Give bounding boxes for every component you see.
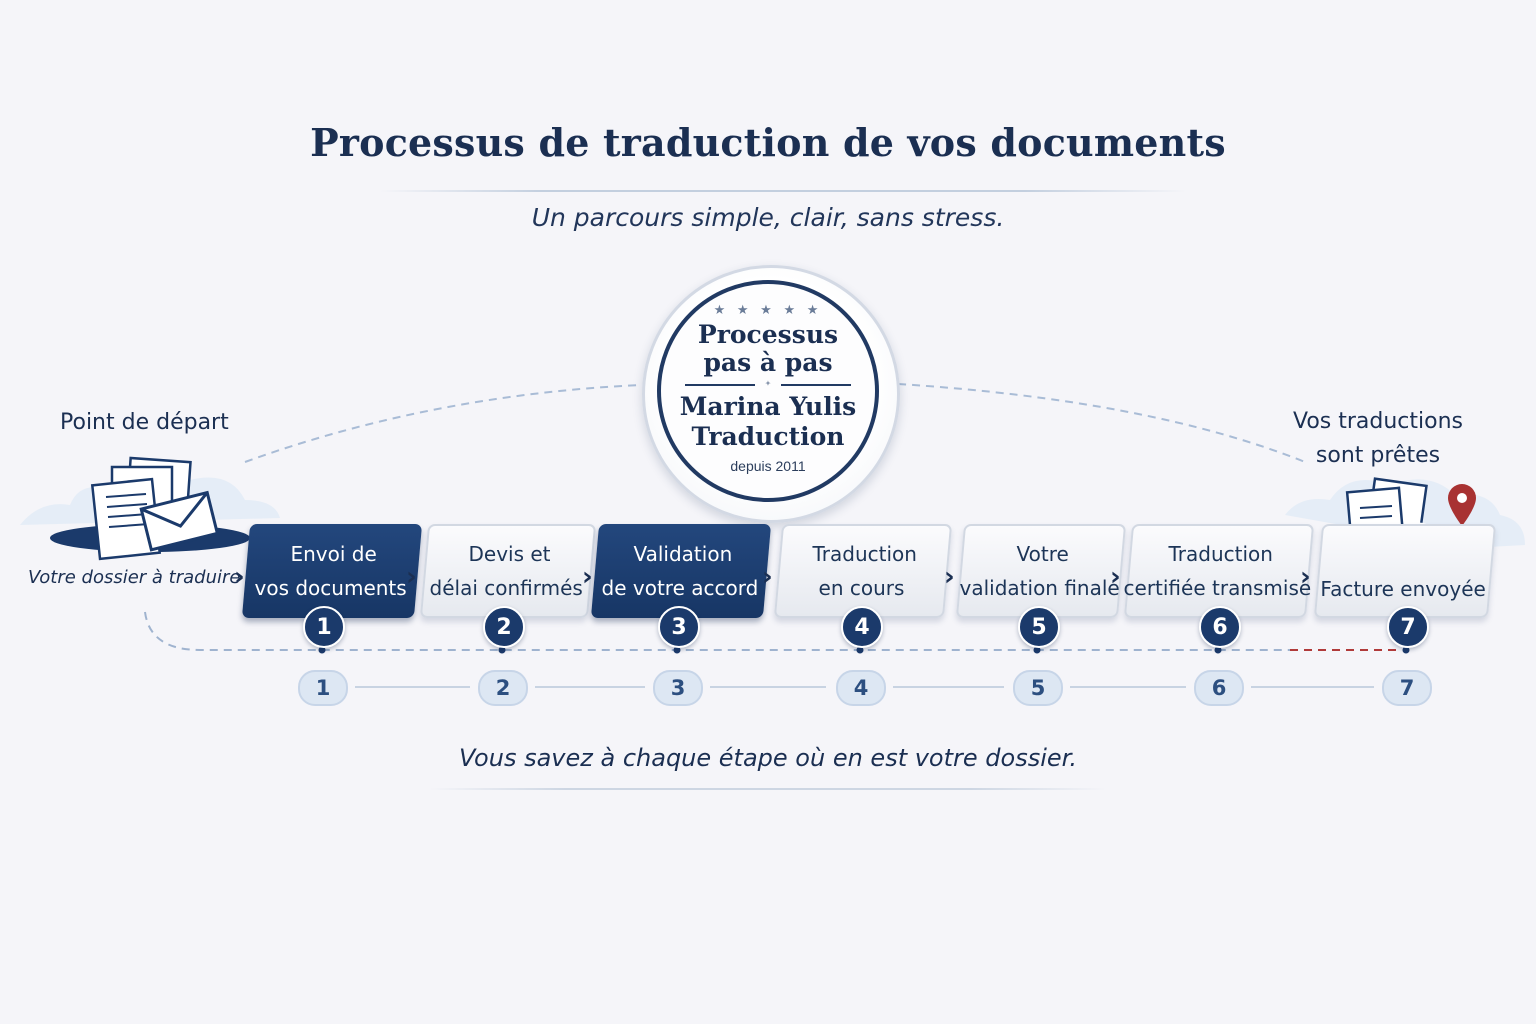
progress-pill-7: 7 — [1382, 670, 1432, 706]
step-5-line-1: Votre — [1016, 542, 1069, 566]
step-5-card: Votre validation finale — [955, 524, 1127, 618]
seal-ornament-icon: ✦ — [764, 379, 772, 388]
start-caption: Votre dossier à traduire — [28, 567, 241, 588]
end-label-line-2: sont prêtes — [1315, 443, 1441, 468]
end-label: Vos traductions sont prêtes — [1270, 405, 1486, 473]
step-2-card: Devis et délai confirmés — [419, 524, 597, 618]
step-2-badge: 2 — [483, 606, 525, 648]
stars-icon: ★ ★ ★ ★ ★ — [713, 302, 823, 317]
progress-pill-5: 5 — [1013, 670, 1063, 706]
step-3-badge: 3 — [658, 606, 700, 648]
chevron-right-icon: › — [1110, 562, 1121, 592]
step-4-line-2: en cours — [818, 576, 905, 600]
seal-line-2: pas à pas — [703, 348, 833, 377]
step-1-badge: 1 — [303, 606, 345, 648]
chevron-right-icon: › — [1300, 562, 1311, 592]
step-2-line-1: Devis et — [468, 542, 551, 566]
seal-ring: ★ ★ ★ ★ ★ Processus pas à pas ✦ Marina Y… — [657, 280, 879, 502]
step-3-line-1: Validation — [633, 542, 732, 566]
footer-divider — [430, 788, 1106, 790]
arc-right — [897, 383, 1306, 463]
step-4-badge: 4 — [841, 606, 883, 648]
chevron-right-icon: › — [406, 562, 417, 592]
start-documents-envelope-icon — [20, 456, 280, 561]
chevron-right-icon: › — [234, 562, 245, 592]
progress-pill-3: 3 — [653, 670, 703, 706]
end-label-line-1: Vos traductions — [1292, 409, 1464, 434]
step-6-line-1: Traduction — [1168, 542, 1273, 566]
step-6-line-2: certifiée transmise — [1123, 576, 1312, 600]
progress-pill-4: 4 — [836, 670, 886, 706]
brand-seal: ★ ★ ★ ★ ★ Processus pas à pas ✦ Marina Y… — [642, 265, 900, 523]
step-3-card: Validation de votre accord — [590, 524, 772, 618]
page-title: Processus de traduction de vos documents — [310, 120, 1226, 165]
seal-line-1: Processus — [697, 320, 839, 349]
chevron-right-icon: › — [762, 562, 773, 592]
start-label: Point de départ — [60, 410, 229, 435]
seal-line-3: Marina Yulis — [679, 392, 857, 421]
step-6-badge: 6 — [1199, 606, 1241, 648]
progress-pill-2: 2 — [478, 670, 528, 706]
progress-pill-6: 6 — [1194, 670, 1244, 706]
chevron-right-icon: › — [944, 562, 955, 592]
timeline-dots — [318, 646, 1410, 654]
seal-divider-right — [781, 384, 851, 386]
step-5-line-2: validation finale — [959, 576, 1120, 600]
step-6-card: Traduction certifiée transmise — [1123, 524, 1315, 618]
step-4-line-1: Traduction — [812, 542, 917, 566]
timeline-dashed — [144, 611, 1290, 651]
seal-line-5: depuis 2011 — [730, 458, 806, 474]
step-4-card: Traduction en cours — [773, 524, 953, 618]
step-5-badge: 5 — [1018, 606, 1060, 648]
step-1-card: Envoi de vos documents — [241, 524, 423, 618]
arc-left — [244, 384, 641, 463]
seal-divider-left — [685, 384, 755, 386]
step-3-line-2: de votre accord — [601, 576, 758, 600]
page-subtitle: Un parcours simple, clair, sans stress. — [531, 203, 1005, 232]
step-1-line-2: vos documents — [254, 576, 407, 600]
step-2-line-2: délai confirmés — [429, 576, 584, 600]
seal-line-4: Traduction — [691, 422, 845, 451]
step-7-badge: 7 — [1387, 606, 1429, 648]
step-7-card: Facture envoyée — [1313, 524, 1497, 618]
step-1-line-1: Envoi de — [290, 542, 377, 566]
chevron-right-icon: › — [582, 562, 593, 592]
title-divider — [380, 190, 1186, 192]
progress-pill-1: 1 — [298, 670, 348, 706]
step-7-line-2: Facture envoyée — [1320, 577, 1487, 601]
footer-tagline: Vous savez à chaque étape où en est votr… — [459, 744, 1077, 772]
